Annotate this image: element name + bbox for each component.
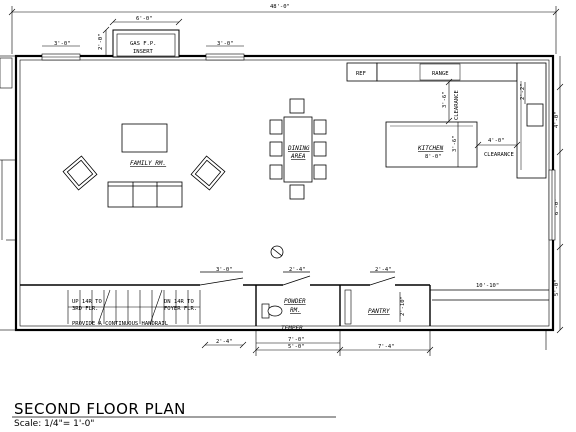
stair-up-label-1: UP 14R TO [72,299,102,305]
plan-title: SECOND FLOOR PLAN [14,400,186,418]
door-stair-dim: 3'-0" [216,267,233,273]
right-mid-1-dim: 4'-0" [554,111,560,128]
kitchen-size-label: 8'-0" [425,154,442,160]
stair-dn-label-1: DN 14R TO [164,299,194,305]
handrail-note: PROVIDE A CONTINUOUS HANDRAIL [72,321,169,327]
bottom-powder-dim-2: 5'-0" [288,344,305,350]
door-pantry-dim: 2'-4" [375,267,392,273]
hallway-lines [430,289,549,301]
bottom-powder-dim-1: 7'-0" [288,337,305,343]
kitchen-clearance-dims [445,78,521,167]
stair-dn-label-2: FOYER FLR. [164,306,197,312]
temper-label: TEMPER [281,325,303,332]
dining-label-2: AREA [290,153,306,160]
sink [526,103,544,127]
staircase [67,289,201,325]
fireplace-label-2: INSERT [133,49,154,55]
stair-up-label-2: 3RD FLR. [72,306,99,312]
right-side-dims [524,56,564,334]
clearance-v-label: CLEARANCE [454,90,460,120]
door-swings [199,271,396,286]
toilet-fixture [261,303,283,319]
door-powder-dim: 2'-4" [289,267,306,273]
clearance-h-label: CLEARANCE [484,152,514,158]
family-room-label: FAMILY RM. [130,160,166,167]
fireplace-dimension-lines [102,18,183,57]
family-room-furniture [62,123,226,208]
pantry-depth-dim: 2'-10" [400,296,406,316]
right-lower-dim: 5'-0" [554,279,560,296]
overall-width-dimension [8,6,560,54]
fireplace-label-1: GAS F.P. [130,41,157,47]
top-window-left-dim: 3'-0" [54,41,71,47]
kitchen-island [385,121,478,168]
kitchen-counters [346,62,547,179]
pantry-shelves [344,289,401,325]
kitchen-clear-h-dim: 4'-0" [488,138,505,144]
bottom-pantry-dim: 7'-4" [378,344,395,350]
range-label: RANGE [432,71,449,77]
fireplace-width-label: 6'-0" [136,16,153,22]
top-window-left [41,45,81,61]
bottom-dims [201,330,547,356]
powder-room-label-2: RM. [290,307,301,314]
dining-table [283,116,313,183]
lower-interior-walls [20,284,431,326]
kitchen-clear-v-dim: 3'-6" [442,91,448,108]
plan-scale: Scale: 1/4"= 1'-0" [14,419,95,429]
armchair-right [190,155,226,191]
island-depth-dim: 3'-6" [452,135,458,152]
powder-room-label-1: POWDER [284,298,306,305]
coffee-table [121,123,168,153]
kitchen-label: KITCHEN [417,145,444,152]
exterior-walls [14,54,555,332]
bottom-left-dim: 2'-4" [216,339,233,345]
fireplace-depth-label: 2'-0" [98,33,104,50]
overall-width-label: 48'-0" [270,4,290,10]
title-block: SECOND FLOOR PLAN Scale: 1/4"= 1'-0" [14,400,186,429]
pantry-label: PANTRY [368,308,390,315]
armchair-left [62,155,98,191]
right-mid-2-dim: 6'-0" [554,198,560,215]
left-edge-details [0,55,16,331]
top-window-right-dim: 3'-0" [217,41,234,47]
ref-label: REF [356,71,366,77]
top-window-right [205,45,245,61]
dining-furniture [269,98,327,200]
dining-label-1: DINING [287,145,310,152]
smoke-detector-icon [270,245,284,259]
right-windows [548,169,556,241]
gas-fireplace [112,29,180,58]
right-upper-dim: 2'-2" [520,83,526,100]
hall-width-dim: 10'-10" [476,283,499,289]
